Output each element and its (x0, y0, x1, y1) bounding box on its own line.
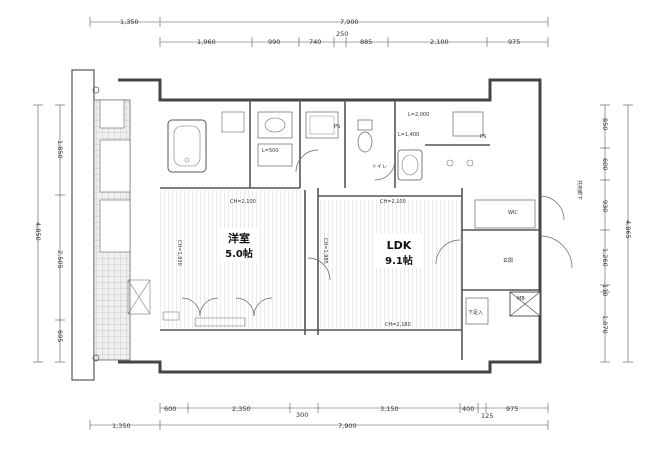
label-corridor: 共用廊下 (576, 180, 583, 200)
ceiling-1930: CH=1,930 (176, 240, 182, 266)
right-dim-1: 850 (601, 118, 609, 130)
top-dim-total: 7,900 (340, 18, 359, 26)
toilet-fixture (357, 119, 373, 153)
right-dim-total: 4,865 (624, 220, 632, 239)
interior-floor (160, 190, 463, 330)
room-ldk-size: 9.1帖 (385, 254, 413, 267)
top-dim-2: 990 (268, 38, 280, 46)
left-dim-3: 695 (56, 330, 64, 342)
bottom-dim-7: 975 (506, 405, 518, 413)
ldk-label-bg (374, 234, 424, 268)
bottom-dim-3: 300 (296, 411, 308, 419)
kitchen-counter (397, 111, 484, 181)
label-mb: MB (517, 296, 525, 302)
bottom-dim-total: 7,900 (338, 422, 357, 430)
top-dimensions (89, 17, 549, 47)
top-dim-4: 250 (336, 30, 348, 38)
label-l500: L=500 (262, 148, 279, 154)
top-dim-1: 1,960 (197, 38, 216, 46)
bottom-dim-5: 400 (462, 405, 474, 413)
right-dim-6: 1,070 (601, 315, 609, 334)
ceiling-1985: CH=1,985 (322, 238, 328, 264)
room-ldk-name: LDK (387, 239, 412, 252)
label-wic: WIC (508, 210, 518, 216)
label-l2000: L=2,000 (408, 112, 429, 118)
bottom-dim-2: 2,350 (232, 405, 251, 413)
bottom-dimensions (89, 403, 549, 430)
room-western-size: 5.0帖 (225, 247, 253, 260)
ceiling-western: CH=2,100 (230, 199, 256, 205)
label-entrance: 玄関 (503, 257, 513, 264)
closet-doors (162, 297, 273, 327)
top-dim-3: 740 (309, 38, 321, 46)
bottom-dim-1: 600 (164, 405, 176, 413)
ceiling-ldk-bottom: CH=2,180 (385, 322, 411, 328)
right-dim-3: 930 (601, 200, 609, 212)
right-dimensions (600, 104, 633, 363)
balcony (71, 69, 151, 381)
right-dim-5: 110 (601, 284, 609, 296)
interior-doors (295, 149, 461, 281)
left-dimensions (33, 104, 65, 363)
label-ps1: PS (334, 124, 340, 130)
top-dim-left-offset: 1,350 (120, 18, 139, 26)
ceiling-ldk-top: CH=2,100 (380, 199, 406, 205)
room-western-name: 洋室 (228, 231, 250, 245)
bottom-dim-4: 3,150 (380, 405, 399, 413)
western-room-label-bg (218, 228, 260, 262)
utility (305, 111, 339, 139)
top-dim-7: 975 (508, 38, 520, 46)
label-shoes: 下足入 (468, 310, 483, 316)
entrance-area (465, 195, 573, 325)
label-ps2: PS (480, 134, 486, 140)
bottom-dim-left-offset: 1,350 (112, 422, 131, 430)
label-l1400: L=1,400 (398, 132, 419, 138)
top-dim-5: 885 (360, 38, 372, 46)
left-dim-1: 1,850 (56, 140, 64, 159)
left-dim-total: 4,850 (34, 222, 42, 241)
label-toilet: トイレ (372, 164, 387, 170)
right-dim-4: 1,260 (601, 248, 609, 267)
left-dim-2: 2,505 (56, 250, 64, 269)
washroom (257, 111, 293, 167)
top-dim-6: 2,100 (430, 38, 449, 46)
outer-walls (118, 78, 542, 374)
bath-vanity (221, 111, 245, 133)
right-dim-2: 600 (601, 158, 609, 170)
interior-walls (160, 100, 540, 360)
bottom-dim-6: 125 (481, 412, 493, 420)
bathtub (167, 119, 207, 173)
